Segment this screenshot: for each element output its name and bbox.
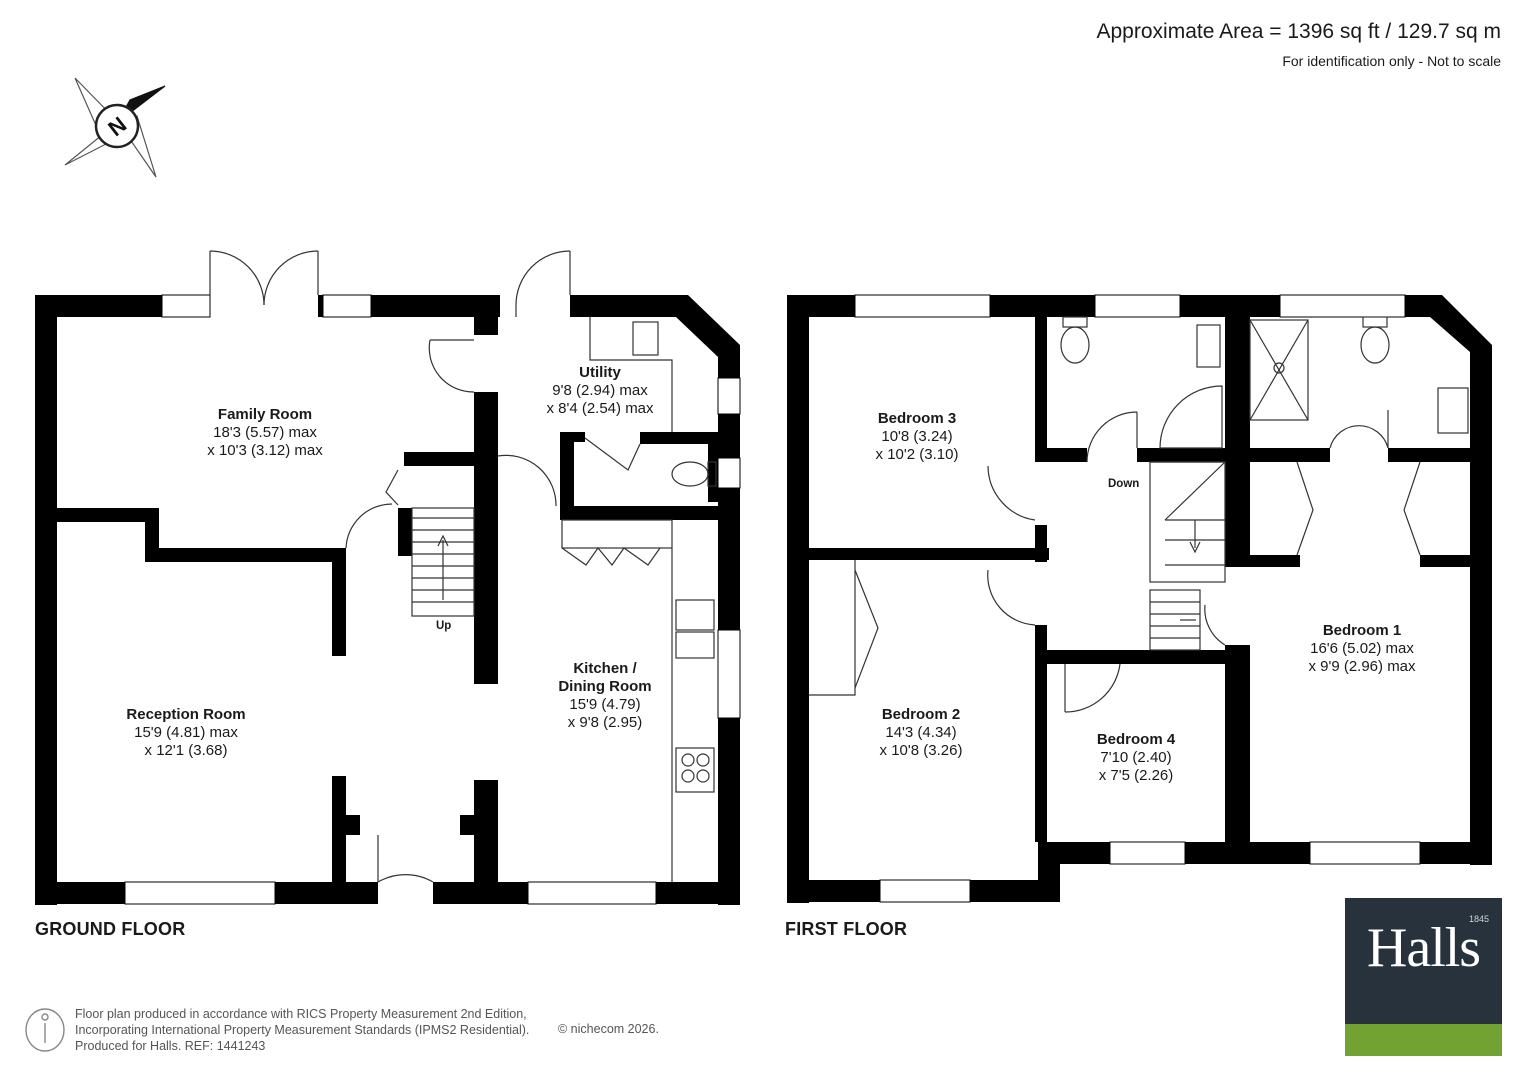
ground-floor-plan [35, 294, 741, 905]
halls-logo: 1845 Halls [1345, 898, 1502, 1056]
room-family-room: Family Room 18'3 (5.57) max x 10'3 (3.12… [207, 406, 323, 459]
logo-wordmark: Halls [1366, 917, 1481, 979]
footer-line: Floor plan produced in accordance with R… [75, 1007, 527, 1021]
room-utility: Utility 9'8 (2.94) max x 8'4 (2.54) max [546, 364, 654, 417]
footer-line: Produced for Halls. REF: 1441243 [75, 1039, 266, 1053]
footer-line: Incorporating International Property Mea… [75, 1023, 530, 1037]
scale-note: For identification only - Not to scale [1282, 53, 1501, 69]
room-bedroom-3: Bedroom 3 10'8 (3.24) x 10'2 (3.10) [875, 410, 959, 463]
first-floor-plan [787, 294, 1492, 903]
room-bedroom-2: Bedroom 2 14'3 (4.34) x 10'8 (3.26) [879, 706, 963, 759]
stairs-up-label: Up [436, 620, 452, 632]
stairs-down-label: Down [1108, 478, 1140, 490]
ground-floor-fittings [209, 250, 717, 883]
ground-floor-label: GROUND FLOOR [35, 919, 186, 939]
footer-note: Floor plan produced in accordance with R… [75, 1006, 529, 1054]
first-floor-label: FIRST FLOOR [785, 919, 908, 939]
room-kitchen-dining: Kitchen / Dining Room 15'9 (4.79) x 9'8 … [558, 660, 652, 731]
north-compass-icon: N [64, 77, 166, 178]
logo-year: 1845 [1468, 914, 1489, 924]
copyright: © nichecom 2026. [558, 1022, 659, 1036]
first-floor-fittings [809, 316, 1469, 713]
approximate-area: Approximate Area = 1396 sq ft / 129.7 sq… [1096, 20, 1502, 43]
room-reception: Reception Room 15'9 (4.81) max x 12'1 (3… [126, 706, 246, 759]
room-bedroom-4: Bedroom 4 7'10 (2.40) x 7'5 (2.26) [1096, 731, 1176, 784]
logo-green-band [1345, 1024, 1502, 1056]
room-bedroom-1: Bedroom 1 16'6 (5.02) max x 9'9 (2.96) m… [1308, 622, 1416, 675]
person-icon [25, 1008, 65, 1052]
